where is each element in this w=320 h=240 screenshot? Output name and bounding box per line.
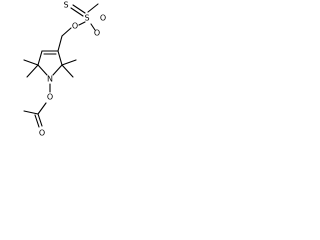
bond-s-s-double-b [72,4,86,14]
atom-nitrogen: N [47,75,53,84]
atom-thione-s: S [63,1,68,10]
bond-s-s-double-a [70,7,84,17]
bond-s-o-lower [90,23,96,31]
atom-carbonyl-oxygen: O [39,129,45,138]
atom-n-oxygen: O [47,93,53,102]
bond-ring-c5-n [52,64,63,76]
bond-ring-c2-c3 [37,50,43,66]
atom-sulfonyl-o-lower: O [94,29,100,38]
bond-methyl-left-2 [26,64,39,78]
bond-o-c-carbonyl [37,102,47,115]
atom-ester-o: O [72,22,78,31]
bond-ch2-o [61,27,72,37]
bond-ring-c4-c5 [57,50,63,66]
bond-ring-n-c2 [37,64,48,76]
atom-sulfonyl-o-upper: O [100,14,106,23]
bond-methyl-right-2 [61,64,74,78]
bond-c-o-double-b [34,114,40,128]
bond-carbonyl-methyl [23,110,39,115]
atom-sulfonyl-s: S [84,14,89,23]
bond-c-o-double-a [37,113,43,127]
bond-c4-ch2 [57,35,63,52]
bond-o-s [78,21,86,26]
bond-methyl-right-1 [61,59,77,66]
atom-labels: S S O O O N O O [39,1,106,138]
bond-methyl-left-1 [23,59,39,66]
chemical-structure-diagram: S S O O O N O O [23,1,106,138]
bonds [23,3,99,128]
bond-s-methyl [87,3,99,13]
